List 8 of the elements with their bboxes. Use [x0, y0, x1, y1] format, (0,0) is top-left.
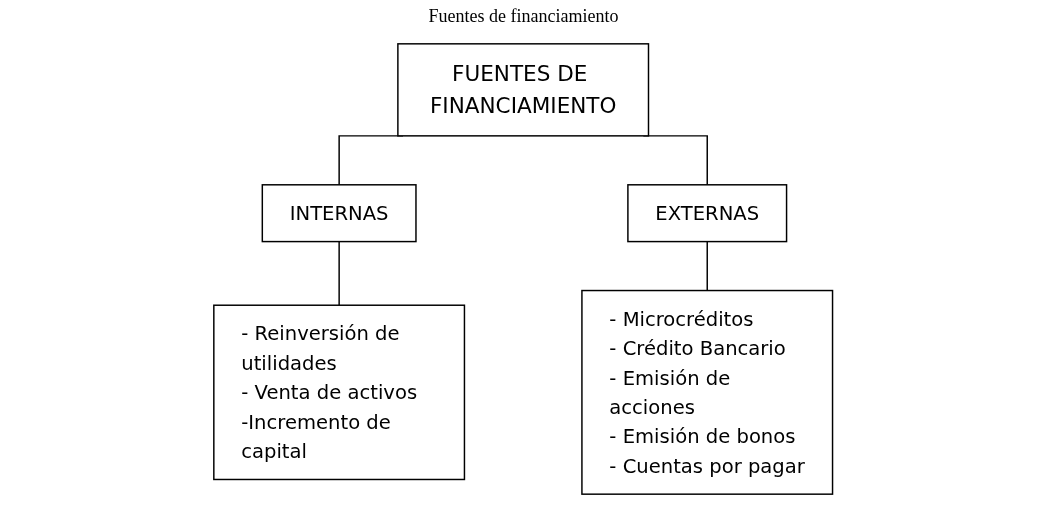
node-box: INTERNAS [261, 184, 417, 243]
connector [706, 240, 709, 292]
node-box: FUENTES DE FINANCIAMIENTO [397, 43, 650, 137]
diagram-title: Fuentes de financiamiento [428, 6, 619, 27]
connector [338, 240, 341, 306]
node-box: - Microcréditos - Crédito Bancario - Emisión de acciones - Emisión de bonos - Cuentas por pagar [581, 289, 834, 495]
node-box: - Reinversión de utilidades - Venta de activos -Incremento de capital [213, 304, 466, 481]
node-box: EXTERNAS [627, 184, 788, 243]
